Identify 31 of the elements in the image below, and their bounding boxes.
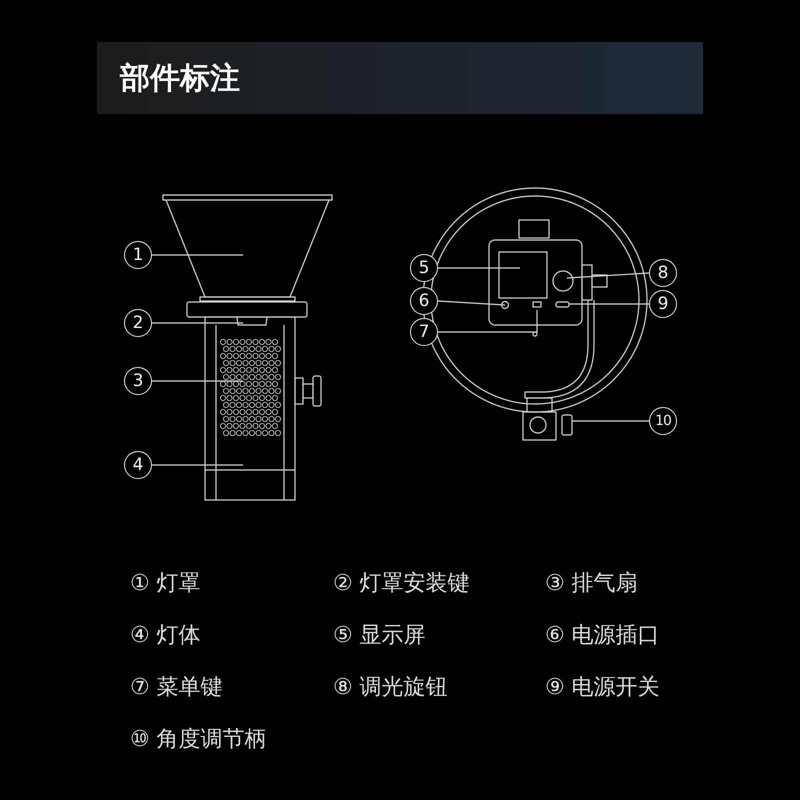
part-name: ⑥ 电源插口 — [545, 622, 660, 650]
callout-number: 2 — [124, 309, 152, 337]
callout-number: 5 — [410, 254, 438, 282]
part-name: ② 灯罩安装键 — [333, 570, 470, 598]
callout-number: 9 — [649, 290, 677, 318]
callout-number: 10 — [649, 407, 677, 435]
callout-number: 6 — [410, 287, 438, 315]
callout-number: 3 — [124, 367, 152, 395]
part-name: ① 灯罩 — [130, 570, 201, 598]
leader-line — [152, 322, 243, 324]
part-name: ④ 灯体 — [130, 622, 201, 650]
leader-line — [152, 464, 243, 466]
callout-number: 4 — [124, 451, 152, 479]
callout-number: 8 — [649, 259, 677, 287]
part-name: ③ 排气扇 — [545, 570, 638, 598]
leader-line — [438, 300, 506, 306]
part-name: ⑦ 菜单键 — [130, 674, 223, 702]
leader-line — [566, 272, 650, 279]
leader-line — [438, 267, 520, 269]
part-name: ⑤ 显示屏 — [333, 622, 426, 650]
callout-number: 1 — [124, 241, 152, 269]
callout-number: 7 — [410, 318, 438, 346]
leader-line — [572, 420, 649, 422]
part-name: ⑧ 调光旋钮 — [333, 674, 448, 702]
leader-line — [152, 380, 243, 382]
leader-line — [152, 254, 243, 256]
part-name: ⑨ 电源开关 — [545, 674, 660, 702]
title: 部件标注 — [120, 60, 240, 98]
leader-line — [569, 303, 649, 305]
part-name: ⑩ 角度调节柄 — [130, 726, 267, 754]
leader-line — [438, 310, 538, 333]
